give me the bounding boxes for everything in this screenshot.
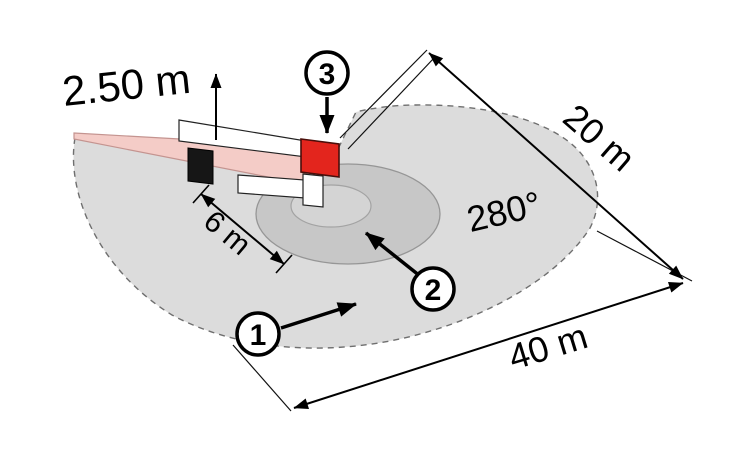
extension-line-top-1	[339, 49, 428, 139]
dim-6m-line	[200, 193, 285, 265]
detector-red-sensor	[300, 138, 340, 178]
zone3-circle	[304, 50, 350, 96]
dim-40m-label: 40 m	[504, 315, 593, 378]
dim-40m-line	[293, 282, 684, 409]
zone2-arrow	[364, 231, 422, 278]
zone2-number: 2	[425, 274, 442, 307]
dim-6m-tick-start	[192, 184, 210, 204]
zone1-circle	[235, 311, 281, 357]
height-label: 2.50 m	[60, 55, 193, 115]
zone1-arrow	[280, 302, 357, 330]
extension-line-bottom-left	[232, 344, 292, 412]
zone3-number: 3	[319, 58, 336, 91]
detector-bracket-vertical	[302, 173, 324, 208]
dim-20m-line	[428, 52, 684, 280]
extension-line-top-2	[347, 57, 435, 150]
detector-black-module	[187, 147, 214, 185]
dim-6m-tick-end	[275, 254, 293, 274]
zone1-number: 1	[250, 319, 267, 352]
zone2-circle	[410, 266, 456, 312]
